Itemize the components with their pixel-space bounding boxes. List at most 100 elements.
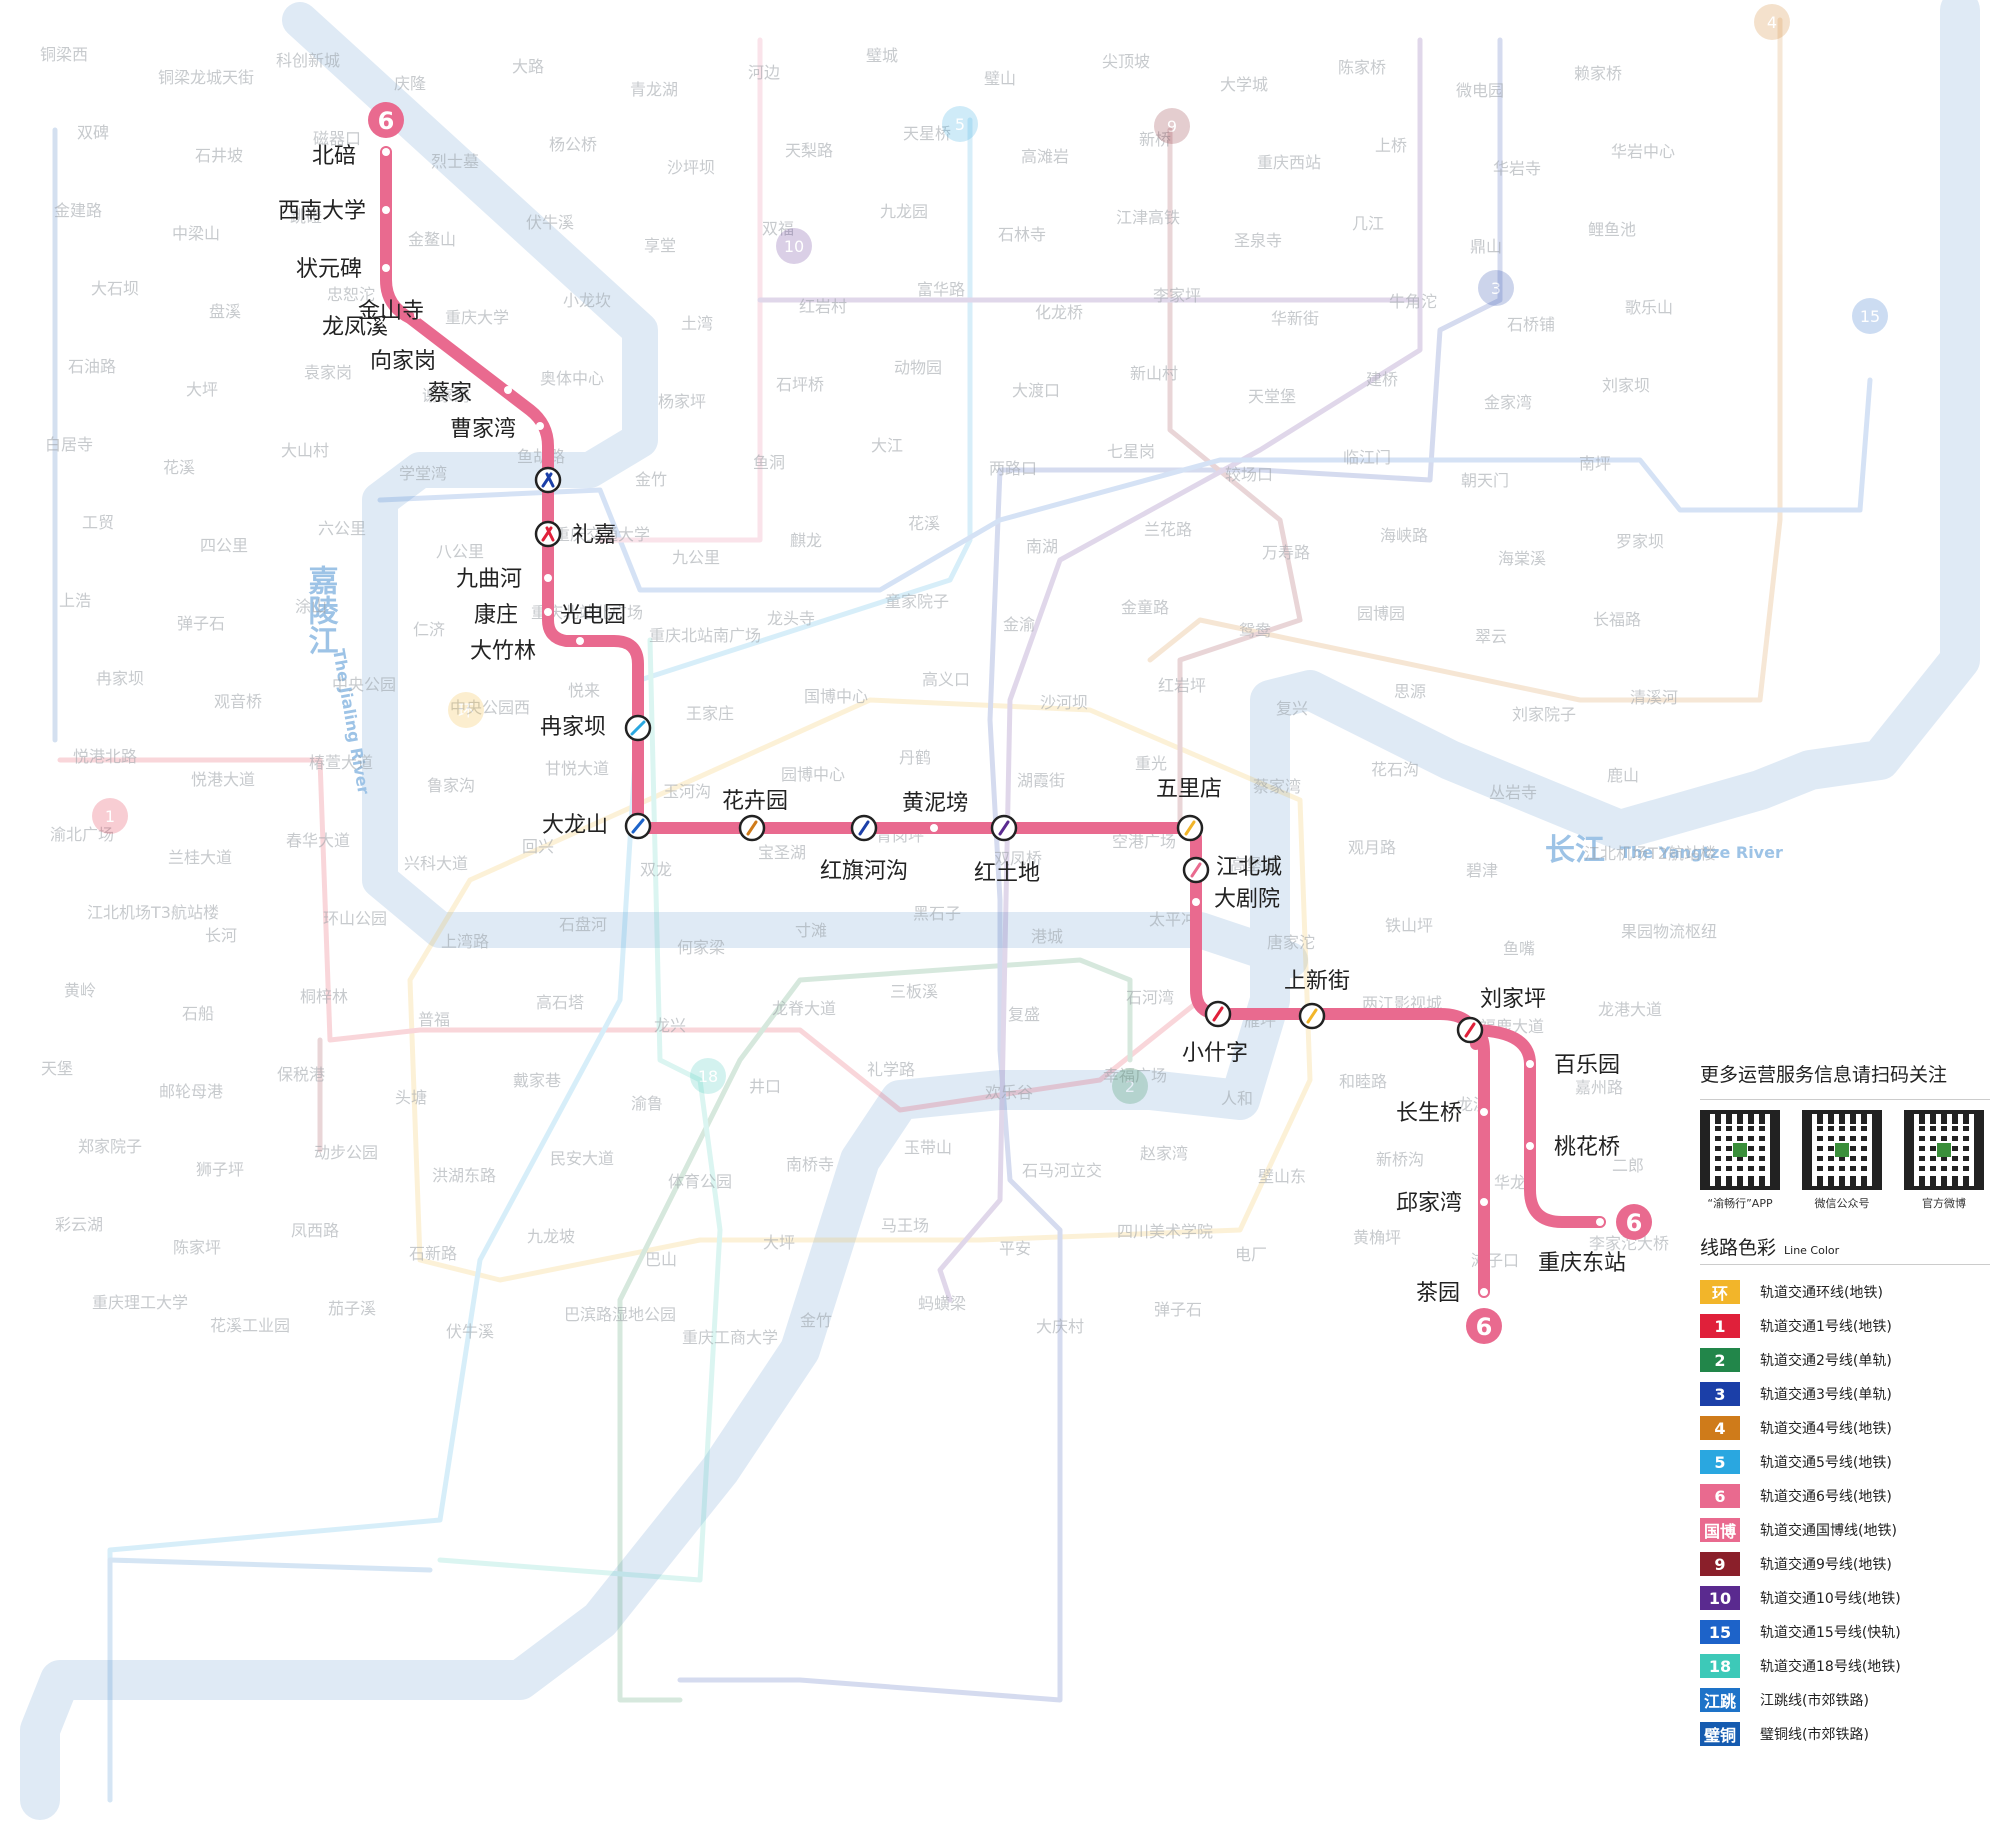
line1-faint [57,757,1203,1113]
faint-station-label: 几江 [1352,214,1384,233]
station-dot-jiuquhe[interactable] [544,574,552,582]
faint-station-label: 伏牛溪 [446,1322,494,1341]
station-dot-longfengxi[interactable] [454,338,462,346]
legend-line-name: 璧铜线(市郊铁路) [1760,1727,1869,1743]
station-dot-dajuyuan[interactable] [1192,898,1200,906]
faint-station-label: 春华大道 [286,831,350,850]
faint-line-badge-label: 1 [105,807,115,826]
jiangtiao-faint [107,1557,433,1803]
faint-station-label: 高堡湖 [1230,855,1278,874]
station-dot-dongzhan[interactable] [1596,1218,1604,1226]
label-xiangjiagang: 向家岗 [370,349,436,374]
faint-station-label: 天星桥 [903,124,951,143]
qr-label: 官方微博 [1922,1197,1966,1210]
station-dot-beibei[interactable] [382,148,390,156]
faint-station-label: 大江 [871,436,903,455]
faint-station-label: 宝圣湖 [758,843,806,862]
faint-station-label: 朝天门 [1461,471,1509,490]
faint-station-label: 兰桂大道 [168,848,232,867]
faint-station-label: 四川美术学院 [1117,1222,1213,1241]
faint-station-label: 花溪 [908,514,940,533]
label-shangxinjie: 上新街 [1284,969,1350,994]
yangtze-river-label-en: The Yangtze River [1620,843,1783,862]
faint-station-label: 保税港 [277,1065,325,1084]
station-dot-huangnibang[interactable] [930,824,938,832]
faint-station-label: 袁家岗 [304,363,352,382]
qr-code-app[interactable]: “渝畅行”APP [1700,1110,1780,1211]
faint-station-label: 茄子溪 [328,1299,376,1318]
faint-station-label: 邮轮母港 [159,1082,223,1101]
station-dot-xiangjiagang[interactable] [492,348,500,356]
qr-code-icon [1802,1110,1882,1190]
legend-line-name: 轨道交通15号线(快轨) [1760,1625,1901,1641]
station-dot-xinan-daxue[interactable] [382,206,390,214]
faint-station-label: 烈士墓 [431,152,479,171]
faint-badge-5 [942,106,978,142]
faint-station-label: 双福 [762,219,794,238]
station-dot-jinshansi[interactable] [414,311,422,319]
label-hongtudi: 红土地 [974,861,1040,886]
faint-station-label: 黑石子 [913,904,961,923]
arrow-icon [746,820,758,836]
label-jinshansi: 金山寺 [358,299,424,324]
faint-station-label: 花溪工业园 [210,1316,290,1335]
faint-station-label: 丛岩寺 [1489,783,1537,802]
faint-station-label: 南坪 [1579,454,1611,473]
legend-title-en: Line Color [1784,1244,1840,1257]
station-dot-dazhulin[interactable] [576,637,584,645]
faint-station-label: 石新路 [409,1244,457,1263]
faint-line-badge-label: 15 [1860,307,1880,326]
faint-station-label: 磁器口 [313,129,361,148]
station-dot-changshengqiao[interactable] [1480,1108,1488,1116]
legend-swatch: 18 [1700,1654,1740,1678]
label-dazhulin: 大竹林 [470,639,536,664]
faint-badge-1 [92,798,128,834]
line-6-stations[interactable] [382,148,1604,1296]
faint-station-label: 复盛 [1008,1005,1040,1024]
faint-station-label: 罗家坝 [1616,532,1664,551]
label-kangzhuang: 康庄 [474,603,518,628]
line18-faint [437,637,723,1583]
station-dot-kangzhuang[interactable] [544,608,552,616]
station-dot-taohuaqiao[interactable] [1526,1142,1534,1150]
faint-station-label: 陈家坪 [173,1238,221,1257]
label-caojiawan: 曹家湾 [450,417,516,442]
faint-station-label: 双龙 [640,860,672,879]
station-dot-caojiawan[interactable] [536,422,544,430]
faint-station-label: 铁山坪 [1385,916,1433,935]
faint-station-label: 万寿路 [1262,543,1310,562]
faint-station-label: 石盘河 [559,915,607,934]
faint-station-label: 思源 [1394,682,1426,701]
faint-station-label: 花石沟 [1371,760,1419,779]
faint-station-label: 中央公园 [332,675,396,694]
faint-station-label: 渝鲁 [631,1094,663,1113]
station-dot-caijia[interactable] [504,386,512,394]
station-dot-zhuangyuanbei[interactable] [382,264,390,272]
legend-swatch: 4 [1700,1416,1740,1440]
label-dongzhan: 重庆东站 [1538,1251,1626,1276]
faint-station-label: 小龙坎 [563,291,611,310]
station-dot-chayuan[interactable] [1480,1288,1488,1296]
line-6-badge-east-num: 6 [1626,1209,1643,1237]
station-dot-qiujiawan[interactable] [1480,1198,1488,1206]
faint-station-label: 重庆工商大学 [682,1328,778,1347]
faint-station-labels: 铜梁西铜梁龙城天街科创新城庆隆大路青龙湖河边璧城璧山尖顶坡大学城陈家桥微电园赖家… [40,45,1717,1347]
faint-station-label: 谢家湾 [422,386,470,405]
faint-station-label: 大山村 [281,441,329,460]
faint-station-label: 园博中心 [781,765,845,784]
faint-badge-2 [1112,1068,1148,1104]
qr-code-weibo[interactable]: 官方微博 [1904,1110,1984,1211]
divider [1700,1099,1990,1100]
station-dot-bailey-yuan[interactable] [1526,1060,1534,1068]
qr-code-icon [1700,1110,1780,1190]
legend-swatch: 1 [1700,1314,1740,1338]
arrow-icon [1464,1022,1476,1038]
faint-station-label: 金渝 [1003,615,1035,634]
qr-code-wechat[interactable]: 微信公众号 [1802,1110,1882,1211]
faint-station-label: 太平冲 [1149,910,1197,929]
faint-station-label: 九龙园 [880,202,928,221]
label-huahuiyuan: 花卉园 [722,789,788,814]
faint-station-label: 华龙 [1494,1173,1526,1192]
